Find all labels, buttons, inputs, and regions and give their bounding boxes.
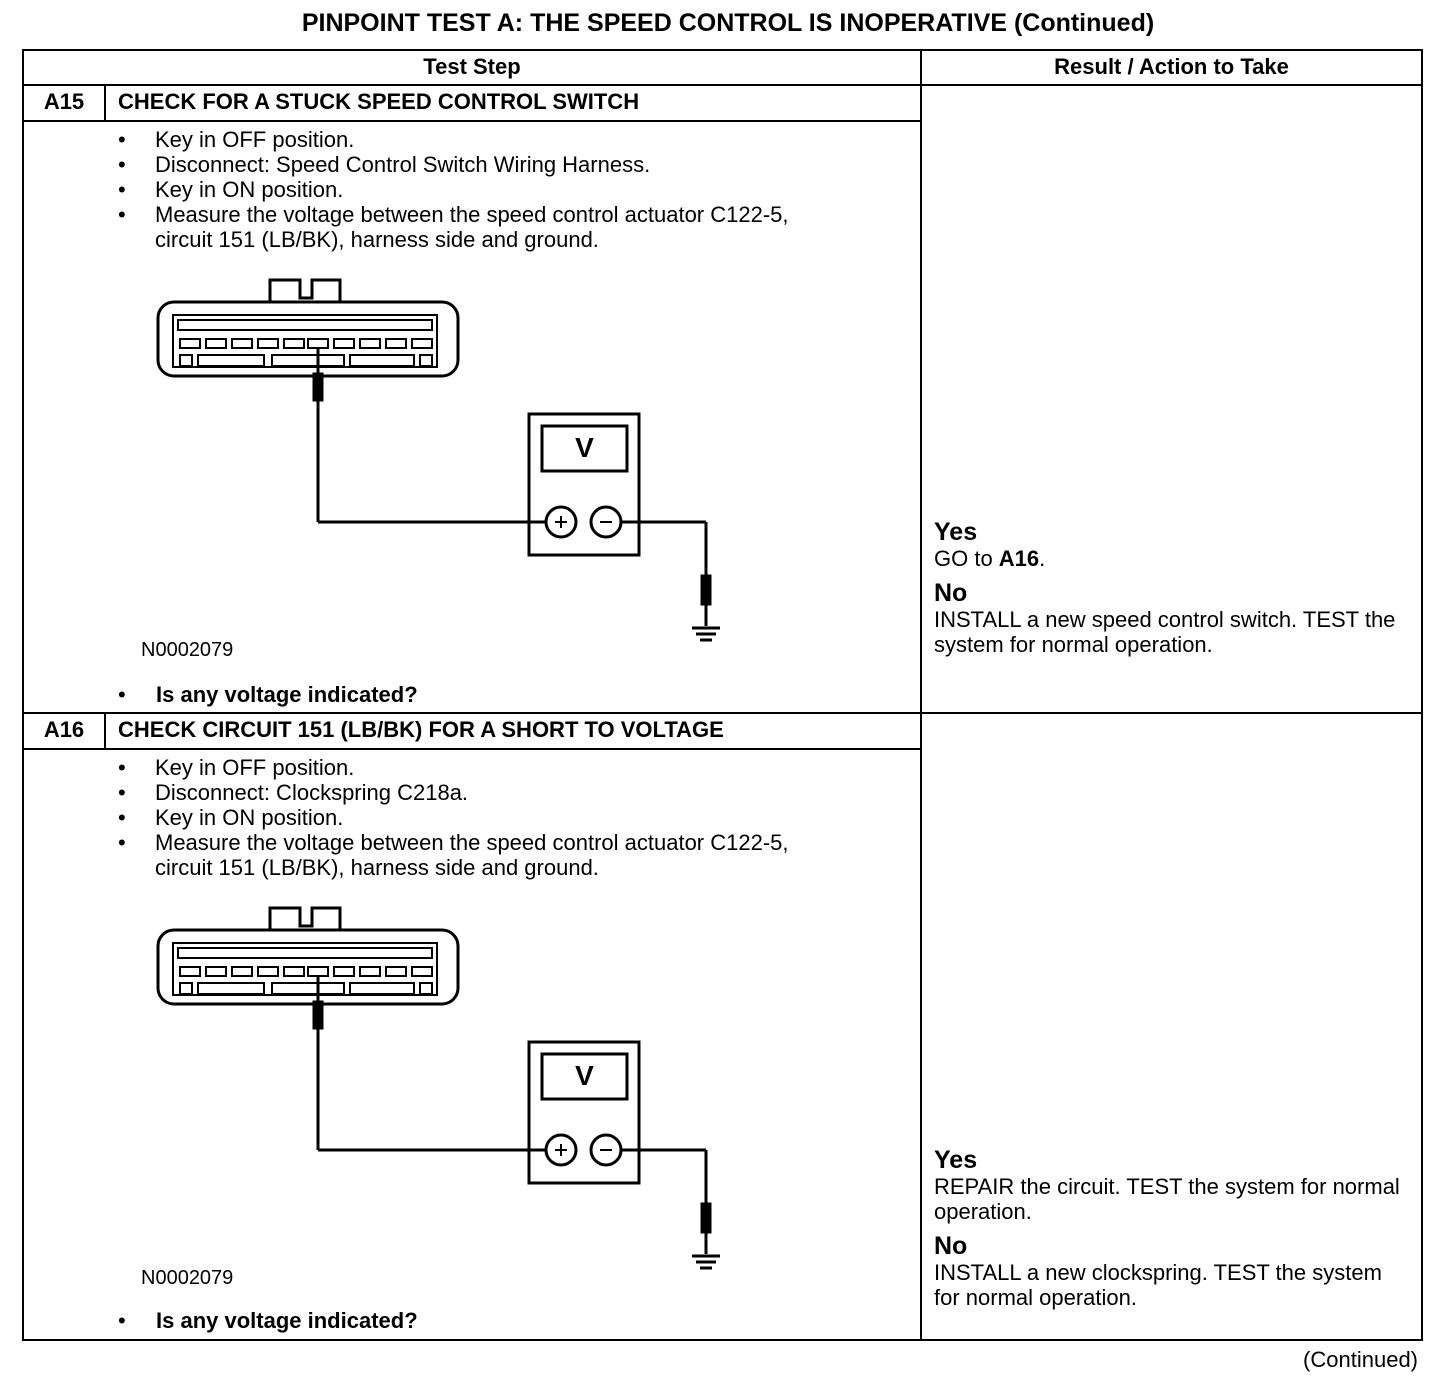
a16-title-divider xyxy=(22,748,922,750)
list-item: •Key in ON position. xyxy=(118,805,344,830)
link-a16: A16 xyxy=(998,546,1040,571)
ground-icon xyxy=(692,626,720,642)
result-yes-label: Yes xyxy=(934,518,978,546)
result-yes-text: GO to A16. xyxy=(934,546,1046,571)
result-no-label: No xyxy=(934,579,968,607)
header-divider xyxy=(22,84,1423,86)
result-yes-label: Yes xyxy=(934,1146,978,1174)
list-item: •Disconnect: Clockspring C218a. xyxy=(118,780,469,805)
voltmeter-label: V xyxy=(575,1060,594,1091)
question-a16: •Is any voltage indicated? xyxy=(118,1308,418,1333)
voltmeter xyxy=(527,412,641,557)
connector-c122 xyxy=(156,906,460,1006)
list-item: •Measure the voltage between the speed c… xyxy=(118,830,789,880)
step-id-a15: A15 xyxy=(43,89,85,114)
step-id-a16: A16 xyxy=(43,717,85,742)
step-divider xyxy=(22,712,1423,714)
step-title-a15: CHECK FOR A STUCK SPEED CONTROL SWITCH xyxy=(118,89,640,114)
step-a16-instructions: •Key in OFF position. •Disconnect: Clock… xyxy=(117,755,837,880)
ground-icon xyxy=(692,1254,720,1270)
result-yes-text: REPAIR the circuit. TEST the system for … xyxy=(934,1174,1400,1224)
probe-lead-ground xyxy=(621,1148,712,1254)
a16-id-divider xyxy=(104,713,106,749)
header-result-action: Result / Action to Take xyxy=(1054,54,1289,79)
voltmeter-label: V xyxy=(575,432,594,463)
result-no-label: No xyxy=(934,1232,968,1260)
list-item: •Key in OFF position. xyxy=(118,755,355,780)
probe-lead-positive xyxy=(312,976,546,1152)
a15-title-divider xyxy=(22,120,922,122)
result-no-text: INSTALL a new clockspring. TEST the syst… xyxy=(934,1260,1382,1310)
result-a15: Yes GO to A16. No INSTALL a new speed co… xyxy=(934,518,1404,665)
header-test-step: Test Step xyxy=(423,54,521,79)
list-item: •Disconnect: Speed Control Switch Wiring… xyxy=(118,152,651,177)
probe-lead-ground xyxy=(621,520,712,626)
list-item: •Key in ON position. xyxy=(118,177,344,202)
result-a16: Yes REPAIR the circuit. TEST the system … xyxy=(934,1146,1404,1318)
a15-id-divider xyxy=(104,85,106,121)
result-no-text: INSTALL a new speed control switch. TEST… xyxy=(934,607,1396,657)
question-a15: •Is any voltage indicated? xyxy=(118,682,418,707)
list-item: •Key in OFF position. xyxy=(118,127,355,152)
connector-c122 xyxy=(156,278,460,378)
pinpoint-test-table xyxy=(22,49,1423,1341)
list-item: •Measure the voltage between the speed c… xyxy=(118,202,789,252)
page-title: PINPOINT TEST A: THE SPEED CONTROL IS IN… xyxy=(301,9,1155,37)
step-a15-instructions: •Key in OFF position. •Disconnect: Speed… xyxy=(117,127,837,252)
column-divider xyxy=(920,49,922,1341)
figure-id-a16: N0002079 xyxy=(141,1267,234,1289)
continued-note: (Continued) xyxy=(1303,1347,1418,1372)
figure-id-a15: N0002079 xyxy=(141,639,234,661)
step-title-a16: CHECK CIRCUIT 151 (LB/BK) FOR A SHORT TO… xyxy=(118,717,724,742)
probe-lead-positive xyxy=(312,348,546,524)
